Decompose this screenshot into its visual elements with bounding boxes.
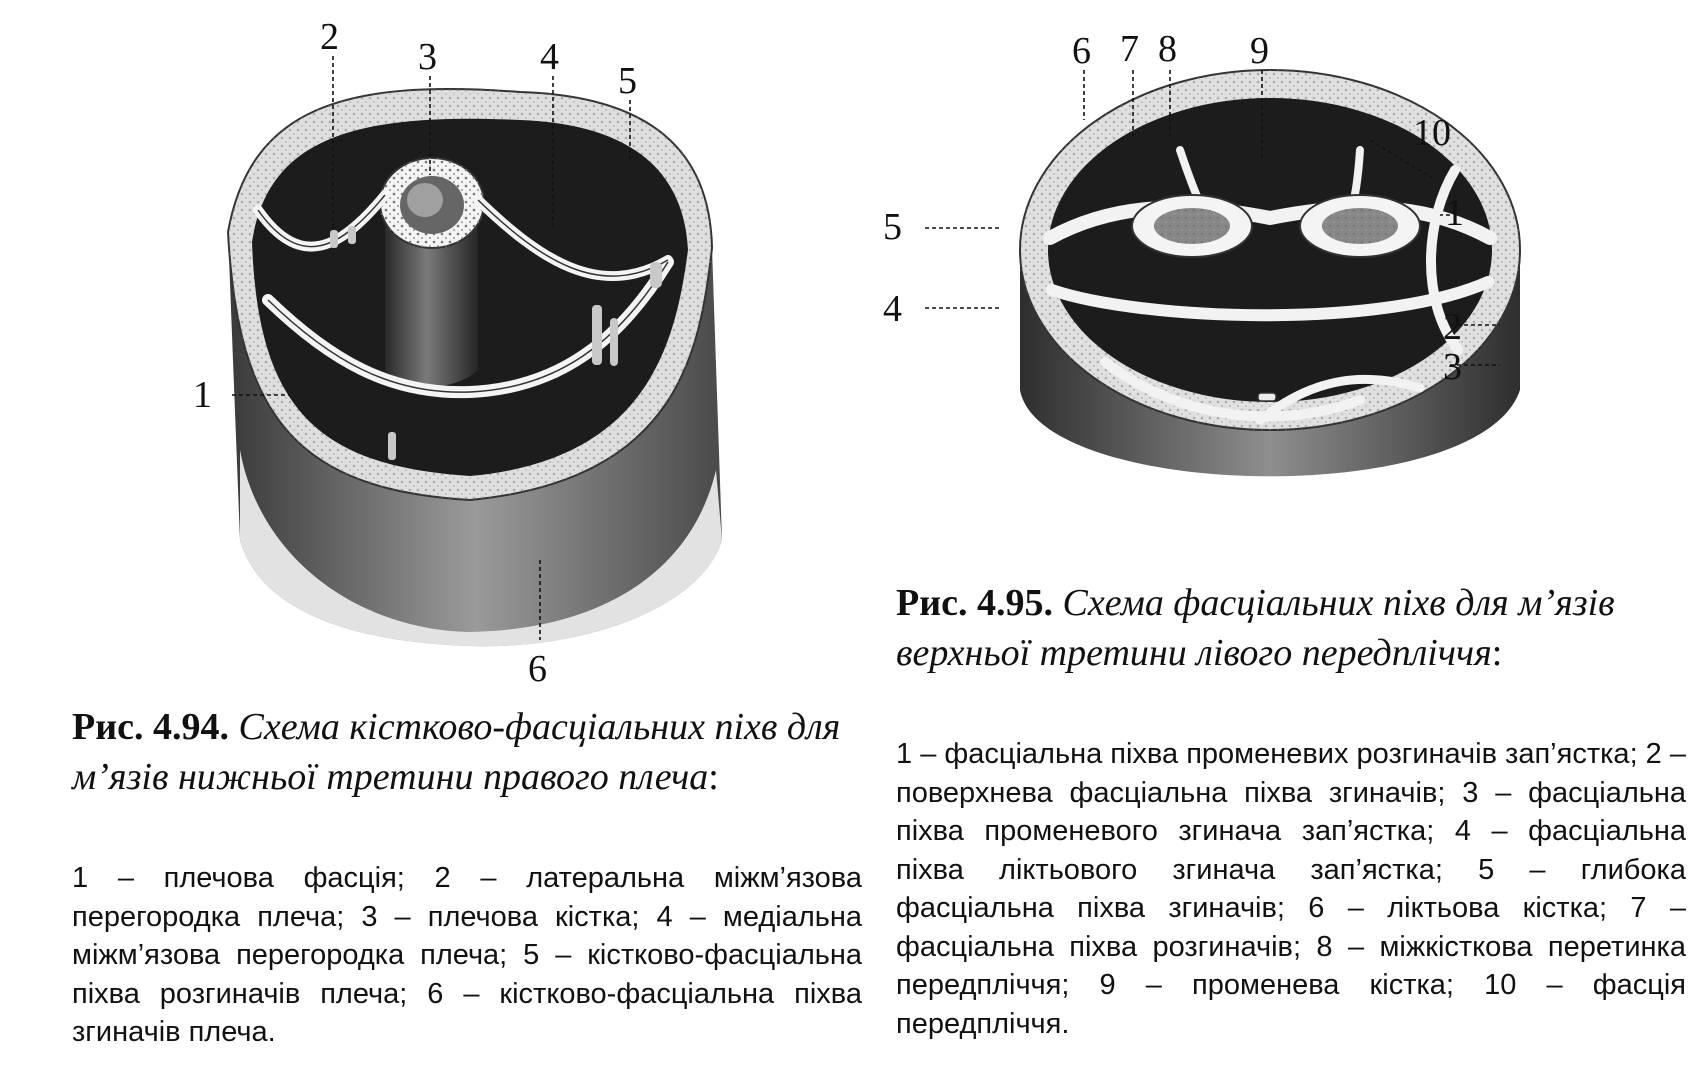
callout-6: 6: [1072, 30, 1091, 72]
figure-4-95: 1 2 3 4 5 6 7 8 9 10: [880, 0, 1699, 700]
figure-title: Схема фасціальних піхв для м’язів верхнь…: [896, 582, 1615, 674]
caption-4-95: Рис. 4.95. Схема фасціальних піхв для м’…: [896, 578, 1686, 678]
callout-7: 7: [1120, 28, 1139, 70]
figure-number: Рис. 4.95.: [896, 582, 1053, 624]
vessel: [1257, 392, 1277, 402]
callout-4: 4: [540, 36, 559, 78]
callout-3: 3: [1443, 346, 1462, 388]
diagram-4-94: [226, 56, 722, 647]
legend-4-94: 1 – плечова фасція; 2 – латеральна міжм’…: [72, 862, 862, 1048]
title-colon: :: [1491, 632, 1503, 674]
radius-bone: [1299, 194, 1421, 258]
legend-4-95: 1 – фасціальна піхва променевих розгинач…: [896, 738, 1686, 1040]
callout-3: 3: [418, 36, 437, 78]
figure-title: Схема кістково-фасціальних піхв для м’яз…: [72, 706, 841, 798]
callout-4: 4: [883, 288, 902, 330]
figure-number: Рис. 4.94.: [72, 706, 229, 748]
callout-9: 9: [1250, 30, 1269, 72]
callout-5: 5: [618, 60, 637, 102]
humerus-bone: [379, 157, 485, 387]
caption-4-94: Рис. 4.94. Схема кістково-фасціальних пі…: [72, 702, 872, 802]
callout-2: 2: [320, 16, 339, 58]
ulna-bone: [1131, 194, 1253, 258]
leader-lines: [925, 70, 1500, 366]
callout-1: 1: [193, 374, 212, 416]
callout-8: 8: [1158, 28, 1177, 70]
callout-10: 10: [1413, 112, 1451, 154]
title-colon: :: [708, 756, 719, 798]
septa: [1043, 146, 1497, 425]
callout-6: 6: [528, 648, 547, 690]
vessels: [330, 226, 662, 460]
callout-2: 2: [1443, 306, 1462, 348]
figure-4-94: 1 2 3 4 5 6: [0, 0, 880, 700]
callout-1: 1: [1445, 192, 1464, 234]
diagram-4-95: [925, 69, 1521, 477]
callout-5: 5: [883, 206, 902, 248]
interior: [1048, 98, 1492, 402]
leader-lines: [232, 56, 631, 640]
